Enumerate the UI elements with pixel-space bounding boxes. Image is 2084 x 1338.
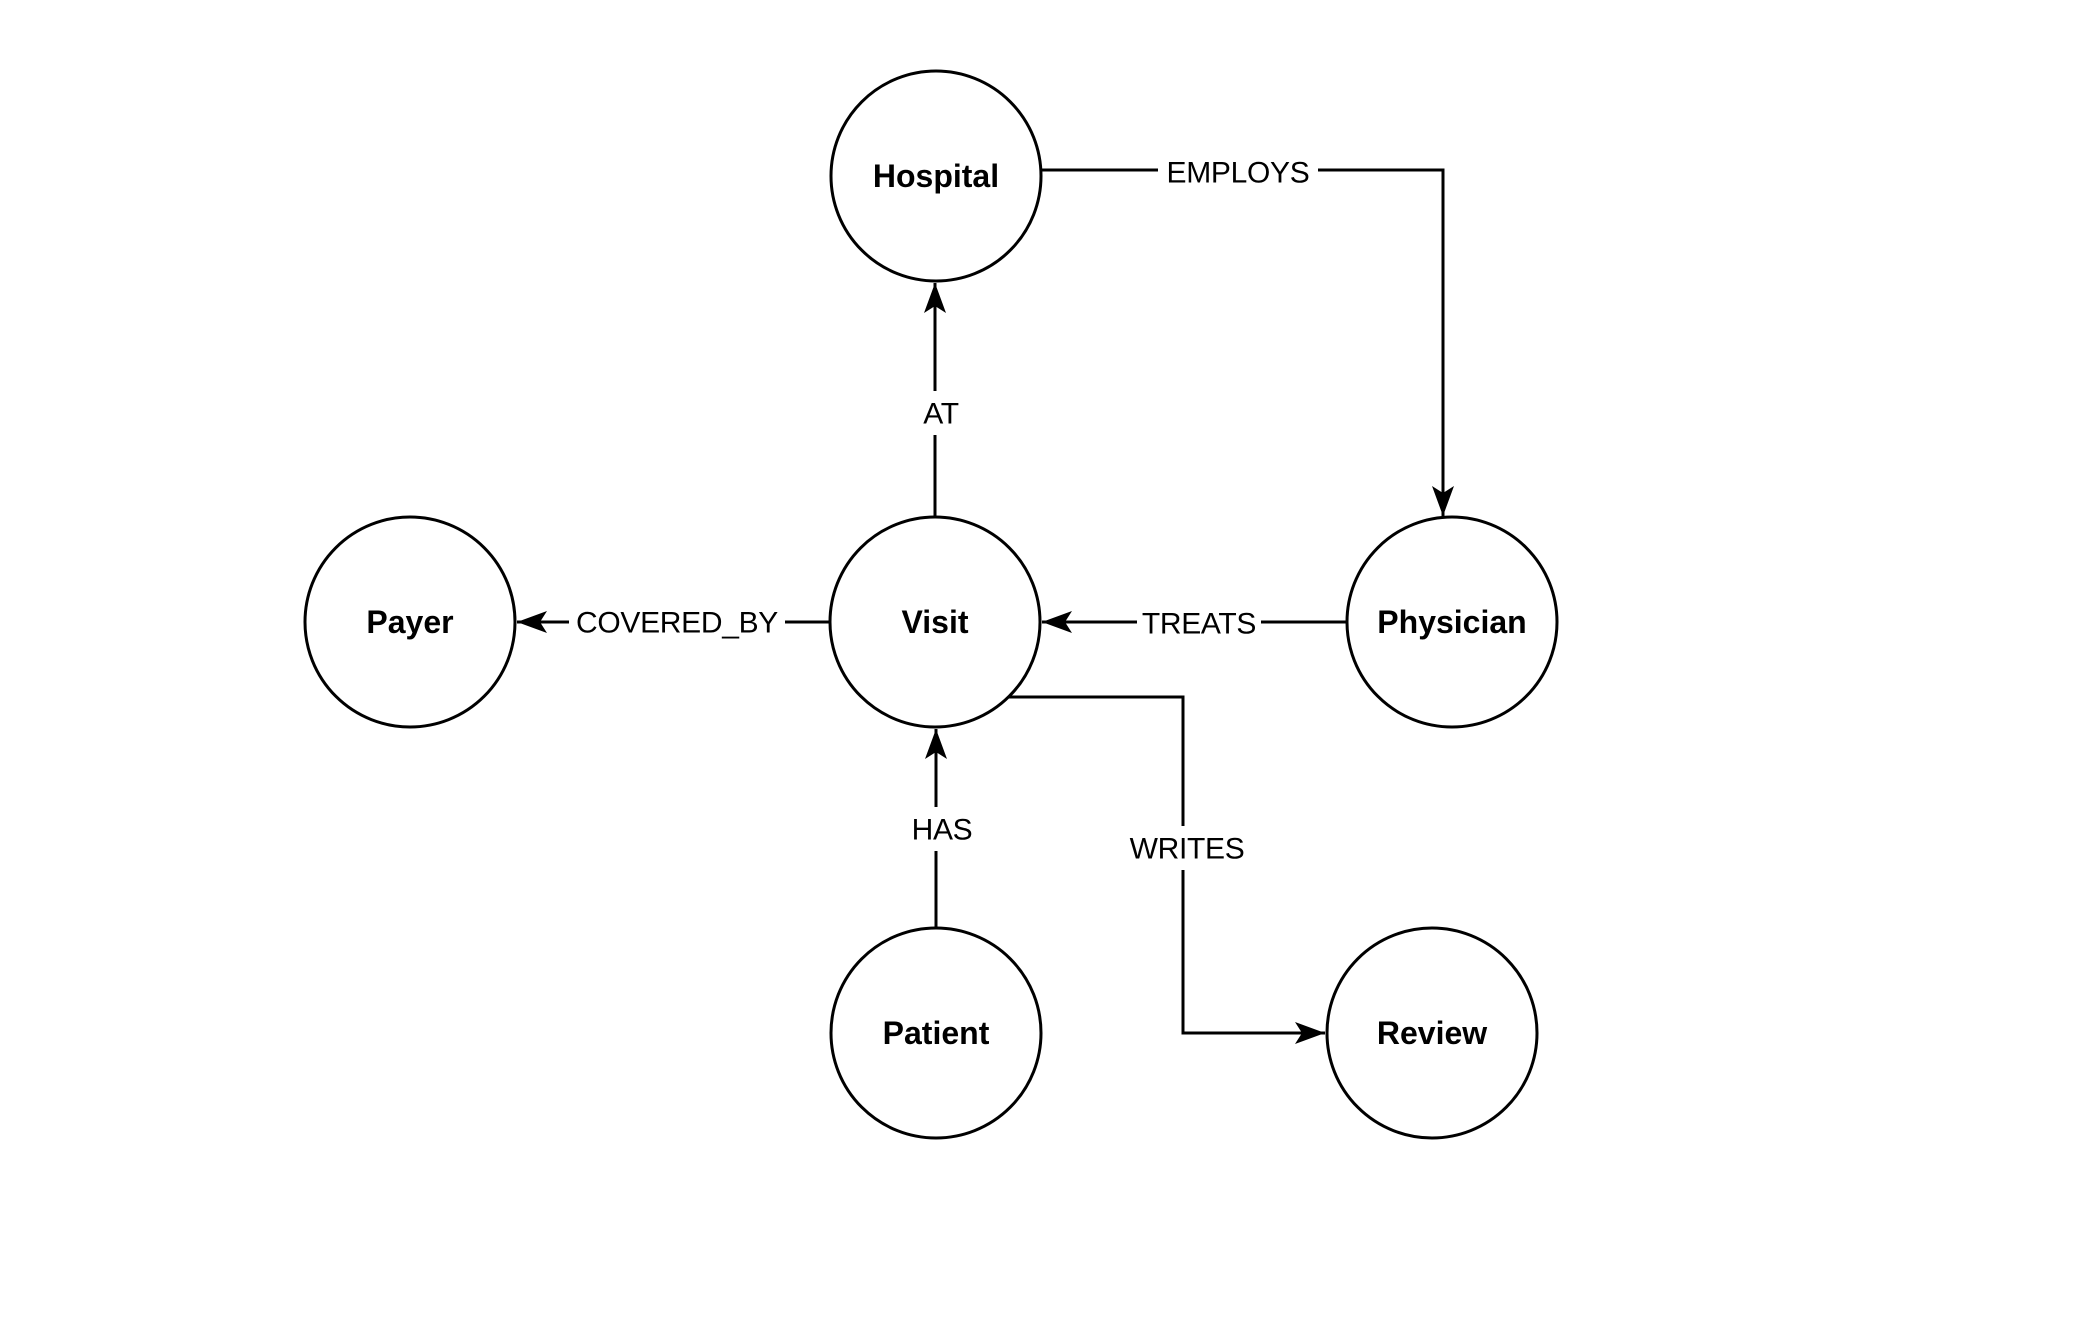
edge-writes-label-background	[1123, 826, 1251, 870]
edge-treats-label-background	[1137, 601, 1261, 645]
node-payer-label: Payer	[366, 604, 453, 640]
edge-treats-label: TREATS	[1142, 608, 1256, 641]
node-physician[interactable]: Physician	[1345, 515, 1559, 729]
edge-covered-by-label-background	[569, 600, 785, 644]
edge-treats[interactable]: TREATS	[1042, 601, 1347, 645]
edge-employs-label: EMPLOYS	[1167, 157, 1310, 190]
edge-employs-line	[1041, 168, 1454, 516]
edge-has-label: HAS	[912, 814, 973, 847]
edge-at-label: AT	[923, 398, 959, 431]
edge-employs[interactable]: EMPLOYS	[1041, 150, 1454, 516]
edge-has[interactable]: HAS	[908, 729, 976, 928]
edge-at[interactable]: AT	[915, 283, 967, 517]
node-hospital-circle	[829, 69, 1043, 283]
node-payer[interactable]: Payer	[303, 515, 517, 729]
edge-has-label-background	[908, 807, 976, 851]
edge-writes-label: WRITES	[1130, 833, 1245, 866]
edge-writes[interactable]: WRITES	[1009, 695, 1325, 1044]
node-patient-circle	[829, 926, 1043, 1140]
node-physician-circle	[1345, 515, 1559, 729]
node-review-circle	[1325, 926, 1539, 1140]
node-physician-label: Physician	[1377, 604, 1526, 640]
node-review[interactable]: Review	[1325, 926, 1539, 1140]
node-review-label: Review	[1377, 1015, 1487, 1051]
edge-covered-by[interactable]: COVERED_BY	[517, 600, 830, 644]
edge-employs-label-background	[1158, 150, 1318, 194]
node-hospital-label: Hospital	[873, 158, 999, 194]
node-visit[interactable]: Visit	[828, 515, 1042, 729]
node-payer-circle	[303, 515, 517, 729]
node-patient-label: Patient	[883, 1015, 990, 1051]
node-visit-circle	[828, 515, 1042, 729]
edge-at-label-background	[915, 391, 967, 435]
edge-covered-by-label: COVERED_BY	[576, 607, 778, 640]
node-patient[interactable]: Patient	[829, 926, 1043, 1140]
node-visit-label: Visit	[902, 604, 969, 640]
node-hospital[interactable]: Hospital	[829, 69, 1043, 283]
